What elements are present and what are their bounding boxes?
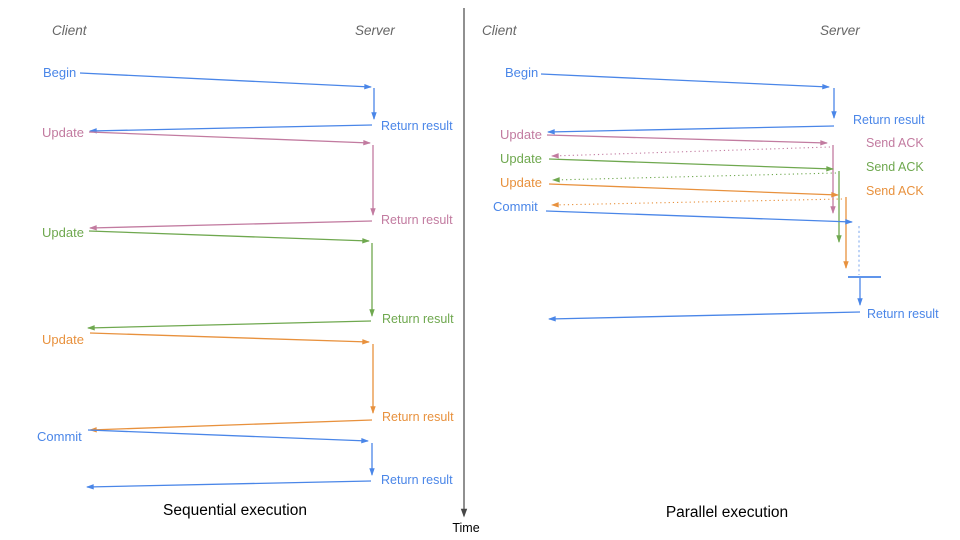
response-label: Return result (853, 113, 925, 127)
request-label: Begin (43, 65, 76, 80)
response-label: Return result (381, 119, 453, 133)
ack-label: Send ACK (866, 184, 924, 198)
response-label: Return result (381, 213, 453, 227)
request-arrow (545, 210, 853, 225)
par-message-begin: Begin Return result (505, 65, 925, 135)
response-arrow (89, 220, 373, 231)
seq-message-update-2: Update Return result (42, 225, 454, 331)
response-label: Return result (867, 307, 939, 321)
seq-message-commit: Commit Return result (37, 429, 453, 490)
response-arrow (547, 125, 835, 135)
response-label: Return result (382, 312, 454, 326)
parallel-panel: Client Server Begin Return result Update… (482, 23, 939, 521)
request-label: Update (42, 125, 84, 140)
client-lane-header: Client (482, 23, 518, 38)
ack-label: Send ACK (866, 160, 924, 174)
request-arrow (548, 158, 834, 172)
request-label: Update (42, 332, 84, 347)
request-label: Update (500, 127, 542, 142)
time-axis: Time (452, 8, 480, 535)
request-arrow (79, 72, 372, 90)
response-label: Return result (382, 410, 454, 424)
request-arrow (546, 134, 828, 146)
sequential-panel: Client Server Begin Return result Update… (37, 23, 454, 519)
request-arrow (548, 183, 839, 198)
seq-message-begin: Begin Return result (43, 65, 453, 134)
response-arrow (89, 124, 373, 134)
sequential-panel-title: Sequential execution (163, 502, 307, 519)
ack-arrow (552, 172, 837, 183)
request-label: Update (500, 151, 542, 166)
request-arrow (89, 332, 370, 345)
par-message-update-1: Update Send ACK (500, 127, 924, 214)
response-arrow (89, 419, 373, 433)
response-arrow (86, 480, 372, 490)
par-message-update-3: Update Send ACK (500, 175, 924, 269)
client-lane-header: Client (52, 23, 88, 38)
request-label: Begin (505, 65, 538, 80)
time-axis-label: Time (452, 521, 479, 535)
par-message-commit: Commit Return result (493, 199, 939, 322)
ack-label: Send ACK (866, 136, 924, 150)
request-arrow (88, 131, 371, 146)
par-message-update-2: Update Send ACK (500, 151, 924, 243)
request-arrow (87, 429, 369, 444)
response-label: Return result (381, 473, 453, 487)
server-lane-header: Server (820, 23, 860, 38)
response-arrow (87, 320, 372, 331)
parallel-panel-title: Parallel execution (666, 504, 788, 521)
ack-arrow (551, 146, 831, 159)
request-label: Commit (493, 199, 538, 214)
server-lane-header: Server (355, 23, 395, 38)
response-arrow (548, 311, 861, 322)
request-arrow (88, 230, 370, 244)
ack-arrow (551, 198, 843, 208)
request-label: Update (42, 225, 84, 240)
request-label: Update (500, 175, 542, 190)
request-label: Commit (37, 429, 82, 444)
request-arrow (540, 73, 830, 90)
seq-message-update-1: Update Return result (42, 125, 453, 231)
seq-message-update-3: Update Return result (42, 332, 454, 433)
